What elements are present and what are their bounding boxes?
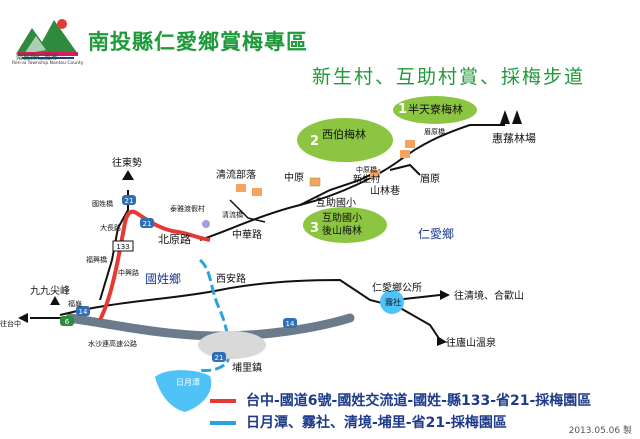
branch-qingliu (229, 199, 266, 223)
legend-red-route: 台中-國道6號-國姓交流道-國姓-縣133-省21-採梅園區 (210, 390, 591, 410)
label-renai-office: 仁愛鄉公所 (372, 281, 422, 294)
house-icon (400, 150, 410, 158)
legend-blue-route: 日月潭、霧社、清境-埔里-省21-採梅園區 (210, 412, 507, 432)
label-fugui: 福龜 (68, 299, 82, 308)
shield-6: 6 (60, 316, 74, 326)
svg-text:14: 14 (79, 308, 88, 316)
label-jiujiu: 九九尖峰 (30, 284, 70, 297)
label-qingliu-bridge: 清流橋 (222, 210, 243, 219)
label-freeway: 水沙連高速公路 (88, 339, 137, 348)
label-zhongyuan-bridge: 中原橋 (356, 165, 377, 174)
house-icon (252, 188, 262, 196)
label-taiya: 泰雅渡假村 (170, 204, 205, 213)
meadow-banyan (393, 96, 477, 124)
label-huzhu-school: 互助國小 (316, 196, 356, 209)
tree-icon (500, 110, 510, 124)
shield-21-beiyuan: 21 (140, 218, 154, 228)
sunmoon-lake (155, 370, 212, 412)
legend-red-text: 台中-國道6號-國姓交流道-國姓-縣133-省21-採梅園區 (246, 393, 592, 409)
puli-basin (198, 331, 266, 359)
label-num2: 2 (310, 134, 319, 149)
logo-subcaption: Ren-ai Township Nantou County (12, 61, 84, 66)
label-huisun: 惠蓀林場 (492, 131, 536, 145)
meadow-xibo (297, 118, 393, 162)
label-daqiao-rd: 大長路 (100, 223, 121, 232)
label-puli: 埔里鎮 (232, 361, 262, 374)
label-guoxing: 國姓鄉 (145, 272, 181, 286)
label-meiyuan-bridge: 眉原橋 (424, 127, 445, 136)
freeway-road (65, 313, 355, 341)
tree-icon (512, 110, 522, 124)
label-houshan: 後山梅林 (322, 224, 362, 237)
page-subtitle: 新生村、互助村賞、採梅步道 (312, 66, 586, 88)
footer-date: 2013.05.06 製 (568, 426, 632, 436)
wushe-circle (380, 290, 404, 314)
svg-text:21: 21 (125, 197, 134, 205)
label-wushe: 霧社 (385, 297, 401, 307)
label-xian-rd: 西安路 (216, 272, 246, 285)
red-route (98, 209, 211, 321)
road-14 (59, 278, 391, 316)
label-qingliu-village: 清流部落 (216, 168, 256, 181)
page-title: 南投縣仁愛鄉賞梅專區 (88, 30, 308, 54)
label-fuxing-bridge: 福興橋 (86, 255, 107, 264)
shield-21-puli: 21 (212, 352, 226, 362)
peak-icon (50, 296, 60, 305)
shield-14-east: 14 (283, 318, 297, 328)
label-taizhong: 往台中 (0, 319, 21, 328)
township-logo-icon (16, 19, 78, 59)
label-renai: 仁愛鄉 (418, 227, 454, 241)
svg-text:6: 6 (65, 318, 70, 326)
label-xibo: 西伯梅林 (322, 127, 366, 141)
label-huzhu-hill: 互助國小 (322, 211, 362, 224)
label-qingjing: 往清境、合歡山 (454, 289, 524, 302)
meadow-houshan (303, 207, 387, 243)
svg-text:21: 21 (143, 220, 152, 228)
house-icon (236, 184, 246, 192)
road-lushan (394, 304, 441, 341)
label-sunmoon: 日月潭 (176, 378, 200, 387)
svg-text:133: 133 (116, 243, 129, 251)
house-icon (309, 177, 321, 187)
label-num3: 3 (310, 221, 319, 236)
house-icon (370, 170, 380, 178)
label-guoxing-bridge: 國姓橋 (92, 199, 113, 208)
house-icon (405, 140, 415, 148)
label-num1: 1 (398, 102, 407, 117)
logo-caption: 南投縣仁愛鄉 (16, 53, 58, 61)
shield-133: 133 (112, 240, 134, 252)
arrow-east-lushan-icon (437, 336, 447, 346)
legend-blue-text: 日月潭、霧社、清境-埔里-省21-採梅園區 (246, 415, 507, 431)
label-xinsheng: 新生村 (353, 173, 380, 185)
svg-text:21: 21 (215, 354, 224, 362)
branch-meiyuan (389, 163, 421, 176)
label-banyan: 半天寮梅林 (408, 102, 463, 116)
svg-text:14: 14 (286, 320, 295, 328)
label-beiyuan-rd: 北原路 (158, 233, 191, 246)
label-shanlin: 山林巷 (370, 184, 400, 197)
legend-blue-swatch (210, 421, 236, 425)
label-zhongyuan: 中原 (284, 171, 304, 184)
label-lushan: 往廬山溫泉 (446, 336, 496, 349)
label-dongshi: 往東勢 (112, 156, 142, 169)
label-zhonghua-rd: 中華路 (232, 228, 262, 241)
arrow-west-icon (18, 313, 28, 323)
label-zhongxing-rd: 中興路 (118, 268, 139, 277)
label-meiyuan: 眉原 (420, 173, 440, 185)
arrow-north-icon (122, 170, 134, 180)
arrow-east-qingjing-icon (440, 290, 450, 300)
shield-21-north: 21 (122, 195, 136, 205)
mountain-road (199, 124, 505, 241)
legend-red-swatch (210, 399, 236, 403)
shield-14-west: 14 (76, 306, 90, 316)
resort-icon (202, 220, 210, 228)
